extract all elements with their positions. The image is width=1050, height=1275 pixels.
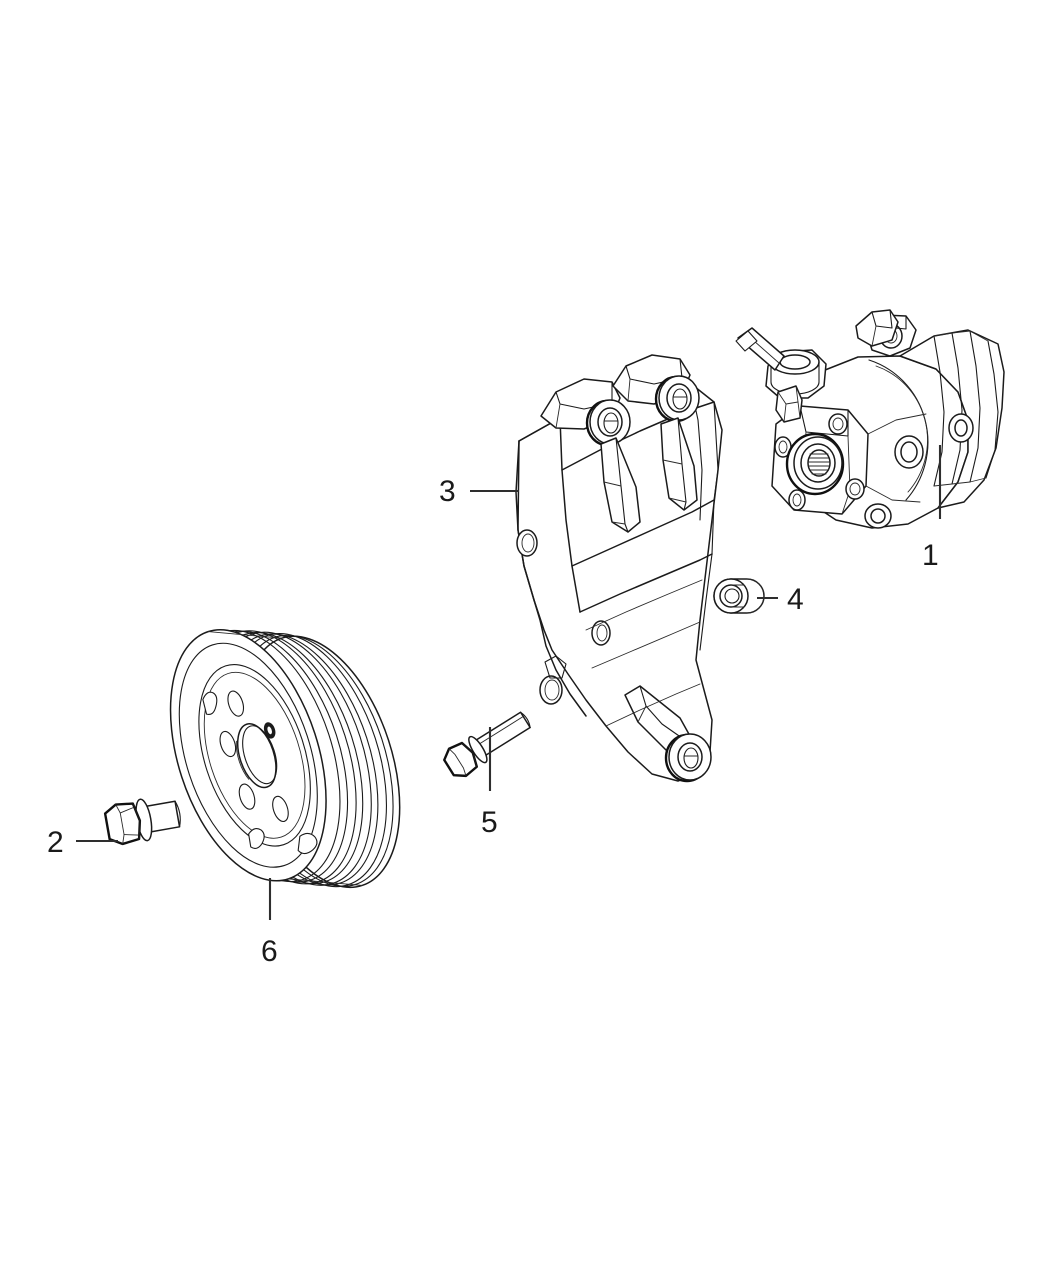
callout-label-6: 6 [261,935,278,968]
pump-side-bosses [864,413,974,529]
pump-body-contours [865,359,929,503]
part-mounting-bracket [515,354,723,783]
bracket-mid-holes [516,529,611,705]
pump-front-flange [771,405,869,515]
pump-valve-block [775,385,803,423]
pulley-drive-tangs [202,691,318,855]
part-pulley-bolt [103,798,181,846]
callout-label-2: 2 [47,826,64,859]
pulley-hub-mark [263,722,276,739]
pump-inlet-neck [735,327,827,399]
part-pulley [169,628,401,889]
part-bracket-bolt [443,711,531,778]
pulley-depth-lines [207,631,363,886]
bracket-lightening-slots [600,417,698,533]
callout-leaders [76,445,942,920]
callout-label-5: 5 [481,806,498,839]
bracket-lower-boss [664,733,712,783]
bracket-step-lines [585,579,703,727]
part-spacer-bushing [713,578,765,614]
pump-top-tower [855,309,899,347]
callout-label-4: 4 [787,583,804,616]
callout-label-1: 1 [922,539,939,572]
part-power-steering-pump [735,309,1005,529]
pulley-bolt-holes [219,690,289,823]
pump-shaft-splines [807,453,831,475]
callout-label-3: 3 [439,475,456,508]
